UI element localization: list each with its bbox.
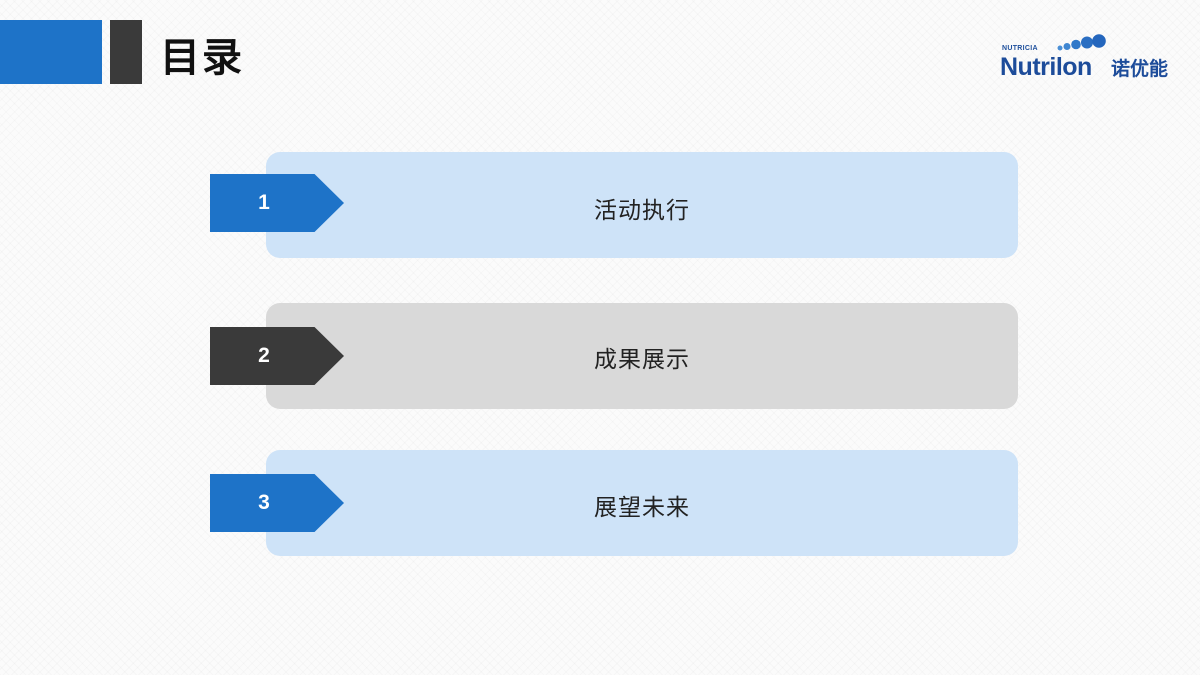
arrow-marker-shape — [210, 174, 344, 232]
logo-brand-small: NUTRICIA — [1002, 45, 1038, 52]
agenda-item-3: 展望未来 3 — [210, 450, 1020, 556]
agenda-number-marker: 3 — [210, 474, 344, 532]
agenda-card: 成果展示 — [266, 303, 1018, 409]
agenda-item-label: 活动执行 — [594, 198, 690, 224]
agenda-number-marker: 2 — [210, 327, 344, 385]
title-accent-dark-block — [110, 20, 142, 84]
logo-name: Nutrilon — [1000, 53, 1092, 81]
page-title: 目录 — [160, 35, 244, 81]
arrow-marker-shape — [210, 474, 344, 532]
title-accent-blue-block — [0, 20, 102, 84]
agenda-number-marker: 1 — [210, 174, 344, 232]
agenda-item-number: 3 — [258, 491, 270, 514]
agenda-card: 活动执行 — [266, 152, 1018, 258]
agenda-item-number: 2 — [258, 344, 270, 367]
logo-cn-name: 诺优能 — [1111, 58, 1169, 80]
agenda-item-2: 成果展示 2 — [210, 303, 1020, 409]
agenda-card: 展望未来 — [266, 450, 1018, 556]
arrow-marker-shape — [210, 327, 344, 385]
nutrilon-logo: NUTRICIA Nutrilon 诺优能 — [998, 34, 1183, 86]
agenda-item-1: 活动执行 1 — [210, 152, 1020, 258]
agenda-item-label: 成果展示 — [594, 347, 690, 373]
agenda-item-number: 1 — [258, 191, 270, 214]
agenda-item-label: 展望未来 — [594, 495, 690, 521]
bubbles-icon — [1057, 34, 1106, 51]
